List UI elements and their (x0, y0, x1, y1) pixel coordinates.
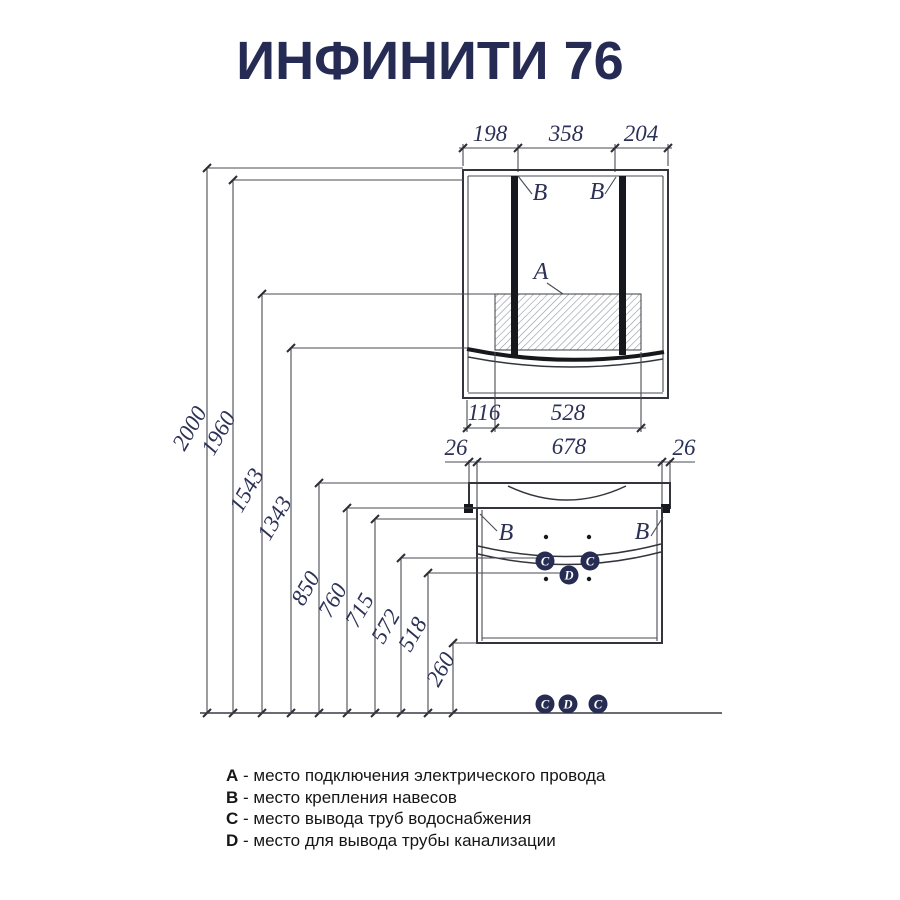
dim-label-198: 198 (473, 121, 508, 146)
floor-marker-c-right-label: C (594, 698, 603, 712)
floor-marker-c-left-label: C (541, 698, 550, 712)
legend-text-b: - место крепления навесов (243, 787, 457, 807)
dim-label-26-right: 26 (673, 435, 697, 460)
water-port-left-label: C (541, 555, 550, 569)
vanity-hanger-label-right: B (635, 519, 650, 545)
electrical-zone-hatch (494, 293, 642, 351)
floor-marker-d-label: D (562, 698, 572, 712)
legend-row-b: B - место крепления навесов (226, 787, 605, 809)
legend: A - место подключения электрического про… (226, 765, 605, 851)
dim-label-204: 204 (624, 121, 659, 146)
water-port-left (535, 551, 555, 571)
basin-curve (507, 485, 627, 501)
mirror-curved-shelf (466, 347, 665, 362)
height-label-1343: 1343 (252, 492, 297, 544)
legend-row-d: D - место для вывода трубы канализации (226, 830, 605, 852)
dim-label-26-left: 26 (445, 435, 469, 460)
installation-diagram: 198 358 204 B B A 116 528 (167, 121, 722, 718)
legend-text-c: - место вывода труб водоснабжения (243, 809, 532, 828)
drain-port-label: D (563, 569, 573, 583)
mirror-hanger-label-left: B (533, 180, 548, 206)
water-port-right (580, 551, 600, 571)
vanity-hanger-label-left: B (499, 520, 514, 546)
washbasin-outline (468, 482, 671, 509)
floor-marker-c-left (535, 694, 555, 714)
legend-text-d: - место для вывода трубы канализации (243, 830, 556, 850)
height-dimensions: 2000 1960 1543 1343 850 760 715 (167, 163, 560, 718)
height-label-260: 260 (421, 648, 460, 691)
water-port-right-label: C (586, 555, 595, 569)
legend-row-c: C - место вывода труб водоснабжения (226, 808, 605, 830)
electrical-zone-label: A (532, 259, 549, 285)
page-title: ИНФИНИТИ 76 (236, 31, 624, 91)
floor: C D C (200, 694, 722, 714)
legend-key-a: A (226, 766, 239, 785)
bracket-right (661, 504, 670, 513)
dim-label-678: 678 (552, 434, 587, 459)
legend-key-b: B (226, 787, 239, 807)
legend-row-a: A - место подключения электрического про… (226, 765, 605, 787)
mirror-cabinet-outline (462, 169, 669, 399)
legend-key-d: D (226, 830, 239, 850)
mirror-divider-right (619, 176, 626, 355)
vanity-cabinet-outline (476, 507, 663, 644)
dim-label-528: 528 (551, 400, 586, 425)
floor-marker-d (558, 694, 578, 714)
floor-marker-c-right (588, 694, 608, 714)
dim-label-358: 358 (548, 121, 584, 146)
legend-key-c: C (226, 809, 239, 828)
mirror-cabinet-drawing: 198 358 204 B B A 116 528 (458, 121, 673, 433)
mirror-hanger-label-right: B (590, 179, 605, 205)
drain-port (559, 565, 579, 585)
mirror-divider-left (511, 176, 518, 357)
vanity-drawing: 26 678 26 B B C C D (445, 434, 697, 644)
dim-label-116: 116 (468, 400, 501, 425)
legend-text-a: - место подключения электрического прово… (243, 766, 606, 785)
